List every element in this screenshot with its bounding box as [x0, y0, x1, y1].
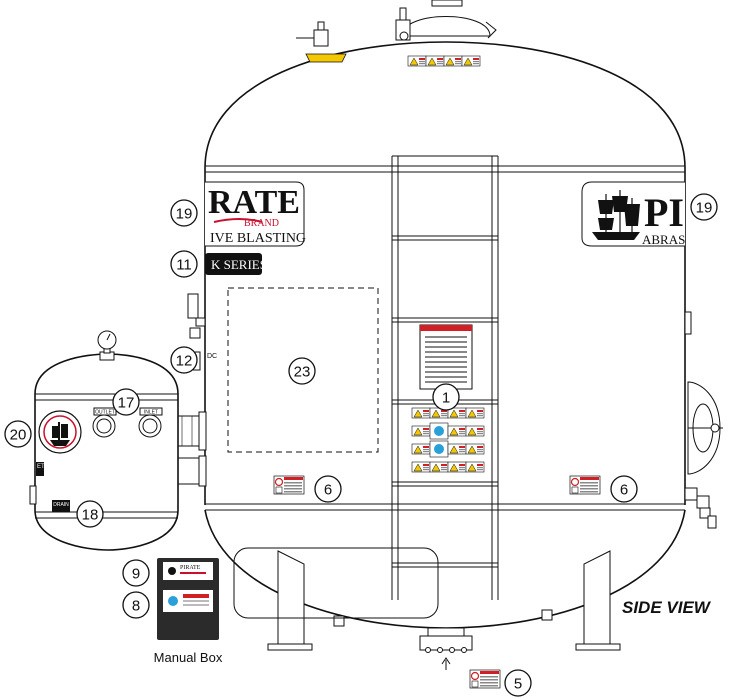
manual-box-brand: PIRATE — [180, 565, 201, 571]
right-side-fittings — [684, 311, 723, 529]
callout-number: 19 — [176, 206, 193, 223]
warning-placard — [419, 324, 473, 390]
label-cluster — [411, 407, 485, 473]
label-cell-14 — [447, 461, 467, 473]
left-brand-logo: RATE BRAND IVE BLASTING — [205, 181, 306, 247]
left-logo-tag-text: IVE BLASTING — [210, 231, 306, 246]
callout-6b: 6 — [610, 475, 638, 503]
label-cell-8 — [411, 443, 431, 455]
callout-9: 9 — [122, 559, 150, 587]
label-cell-10 — [447, 443, 467, 455]
callouts: 1 5 6 6 8 9 11 12 17 18 19 19 20 23 — [4, 193, 718, 697]
connecting-piping: DC — [175, 293, 217, 487]
label-cell-15 — [465, 461, 485, 473]
label-cell-3 — [465, 407, 485, 419]
label-cell-12 — [411, 461, 431, 473]
left-logo-sub-text: BRAND — [244, 218, 279, 229]
callout-6a: 6 — [314, 475, 342, 503]
bottom-access-outline — [233, 547, 439, 619]
left-logo-main-text: RATE — [208, 184, 300, 221]
warning-decals — [273, 55, 601, 689]
callout-18: 18 — [76, 500, 104, 528]
top-warning-decal-2 — [443, 55, 463, 67]
label-cell-4 — [411, 425, 431, 437]
small-tank: OUTLET INLET ET DRAIN — [29, 330, 179, 551]
callout-number: 5 — [514, 676, 522, 693]
callout-number: 11 — [176, 257, 192, 274]
callout-20: 20 — [4, 420, 32, 448]
callout-number: 23 — [294, 364, 311, 381]
right-brand-logo: PI ABRAS — [581, 181, 685, 247]
callout-number: 19 — [696, 200, 713, 217]
pirate-ship-icon — [592, 190, 640, 240]
callout-number: 6 — [324, 482, 332, 499]
callout-5: 5 — [504, 669, 532, 697]
callout-number: 1 — [442, 390, 450, 407]
label-cell-6 — [447, 425, 467, 437]
callout-number: 12 — [176, 353, 193, 370]
callout-number: 9 — [132, 566, 140, 583]
top-warning-decal-3 — [461, 55, 481, 67]
manual-box: PIRATE — [157, 558, 219, 640]
side-label-12: DC — [207, 353, 217, 360]
callout-number: 17 — [118, 395, 135, 412]
series-badge: K SERIES — [205, 253, 267, 275]
manual-box-label: Manual Box — [154, 650, 223, 665]
label-cell-11 — [465, 443, 485, 455]
label-cell-0 — [411, 407, 431, 419]
callout-number: 8 — [132, 598, 140, 615]
top-valve — [296, 21, 347, 63]
label-cell-7 — [465, 425, 485, 437]
tank-bottom-dome — [204, 509, 686, 629]
label-cell-9 — [429, 440, 449, 458]
top-warning-decal-0 — [407, 55, 427, 67]
outlet-label: OUTLET — [95, 410, 115, 416]
right-logo-tag-text: ABRAS — [642, 232, 685, 247]
warning-decal-6-right — [569, 475, 601, 495]
side-view-label: SIDE VIEW — [622, 598, 712, 617]
callout-19b: 19 — [690, 193, 718, 221]
inlet-label: INLET — [144, 410, 158, 416]
callout-number: 6 — [620, 482, 628, 499]
callout-19a: 19 — [170, 199, 198, 227]
tank-top-dome — [204, 41, 686, 169]
warning-decal-5 — [469, 669, 501, 689]
right-logo-main-text: PI — [644, 190, 684, 235]
callout-number: 18 — [82, 507, 99, 524]
callout-23: 23 — [288, 357, 316, 385]
warning-decal-6-left — [273, 475, 305, 495]
top-hatch — [395, 0, 497, 41]
label-cell-13 — [429, 461, 449, 473]
callout-8: 8 — [122, 591, 150, 619]
top-warning-decal-1 — [425, 55, 445, 67]
drain-label: DRAIN — [53, 502, 69, 508]
tank-legs — [267, 550, 621, 651]
callout-11: 11 — [170, 250, 198, 278]
manway-dashed-outline — [227, 287, 379, 453]
callout-17: 17 — [112, 388, 140, 416]
bottom-outlet — [419, 627, 473, 670]
callout-number: 20 — [10, 427, 27, 444]
label-cell-5 — [429, 422, 449, 440]
callout-1: 1 — [432, 383, 460, 411]
side-tag-text: ET — [37, 464, 45, 470]
callout-12: 12 — [170, 346, 198, 374]
series-badge-text: K SERIES — [211, 257, 267, 272]
